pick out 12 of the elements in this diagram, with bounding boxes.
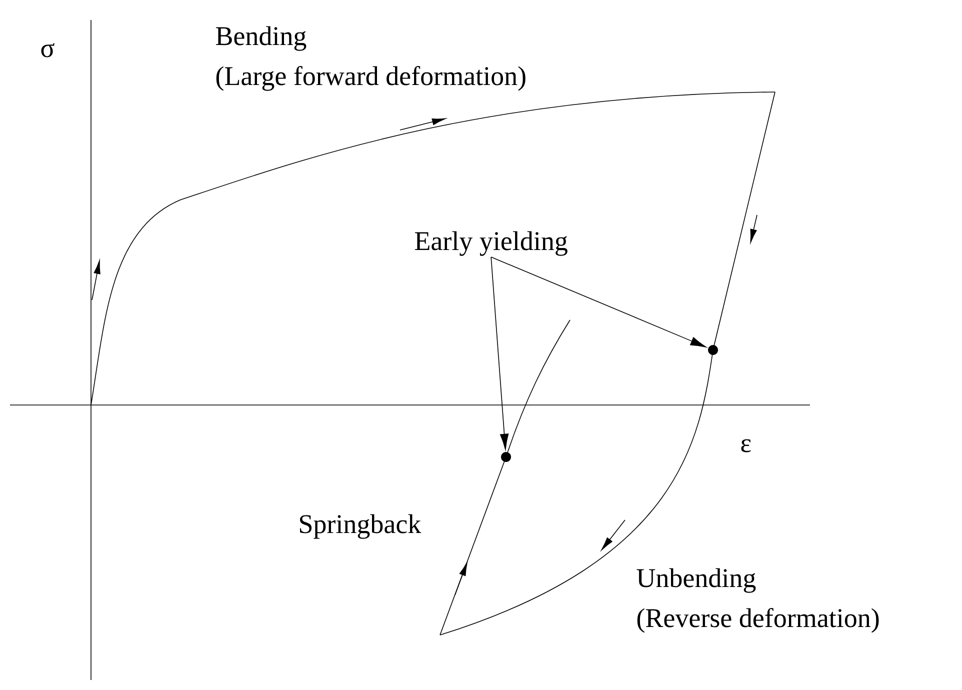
point-marker — [708, 345, 718, 355]
axis-label: ε — [741, 439, 751, 452]
point-marker — [501, 452, 511, 462]
curve-label: Unbending — [636, 568, 756, 593]
axis-label: σ — [41, 43, 54, 58]
leader-line — [490, 256, 706, 348]
curve-label: Springback — [300, 514, 422, 539]
callout-text: Early yielding — [415, 231, 568, 256]
curve-label: (Reverse deformation) — [637, 608, 879, 633]
curve-label: (Large forward deformation) — [216, 66, 526, 91]
leader-line — [490, 256, 509, 450]
curve-label: Bending — [216, 26, 306, 51]
